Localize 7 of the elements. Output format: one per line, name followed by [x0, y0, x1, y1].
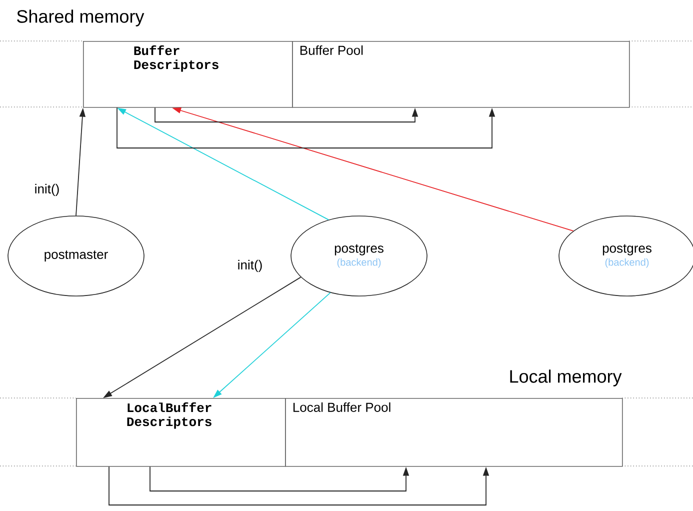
- memory-box: Local Buffer Pool: [285, 398, 623, 467]
- edge-label: init(): [33, 182, 61, 198]
- memory-box: Buffer Descriptors: [83, 41, 293, 108]
- memory-box: Buffer Pool: [292, 41, 630, 108]
- memory-box: LocalBuffer Descriptors: [76, 398, 286, 467]
- region-title: Shared memory: [17, 10, 144, 26]
- edge-label: init(): [236, 258, 264, 274]
